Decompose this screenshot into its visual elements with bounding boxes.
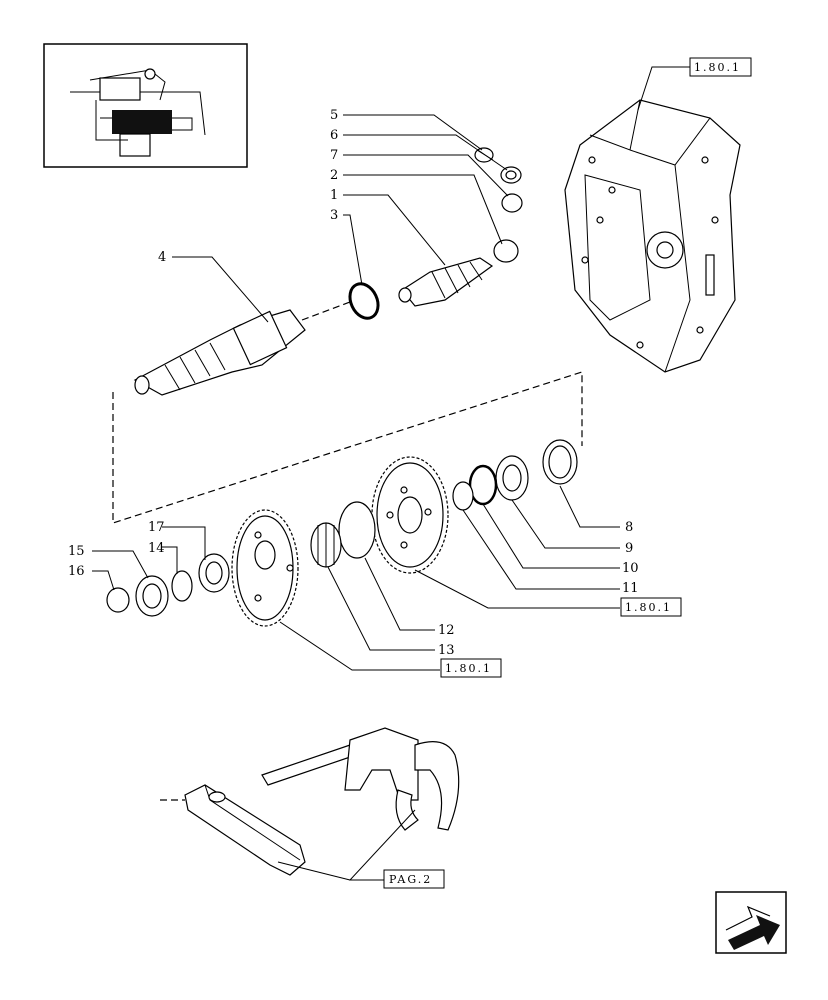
leader-lines — [92, 114, 620, 671]
callout-4: 4 — [158, 250, 166, 265]
part-10-circlip — [468, 464, 498, 506]
callout-11: 11 — [622, 581, 639, 596]
part-11-washer — [452, 481, 474, 511]
gear-right — [371, 456, 449, 574]
next-page-arrow-icon[interactable] — [715, 891, 787, 954]
alignment-dash-line — [112, 371, 583, 524]
ref-gear-right-label: 1.80.1 — [625, 601, 672, 614]
part-4-main-shaft — [133, 301, 351, 396]
callout-8: 8 — [625, 520, 633, 535]
callout-9: 9 — [625, 541, 633, 556]
part-14-washer — [171, 570, 193, 602]
callout-3: 3 — [330, 208, 338, 223]
part-7-cap — [501, 193, 523, 213]
ref-gear-left-label: 1.80.1 — [445, 662, 492, 675]
shift-fork-assembly — [160, 727, 460, 876]
callout-10: 10 — [622, 561, 639, 576]
callout-15: 15 — [68, 544, 85, 559]
callout-2: 2 — [330, 168, 338, 183]
part-1-splined-shaft — [398, 257, 494, 307]
leader-fork-2 — [277, 861, 351, 881]
part-16-nut — [106, 587, 130, 613]
callout-6: 6 — [330, 128, 338, 143]
transmission-housing — [564, 99, 741, 373]
ref-housing-label: 1.80.1 — [694, 61, 741, 74]
assembly-location-thumbnail — [43, 43, 248, 168]
ref-box-fork[interactable]: PAG.2 — [383, 869, 445, 889]
callout-5: 5 — [330, 108, 338, 123]
callout-7: 7 — [330, 148, 338, 163]
ref-fork-label: PAG.2 — [389, 873, 432, 886]
callout-numbers: 5 6 7 2 1 3 4 8 9 10 11 12 13 14 15 16 1… — [68, 108, 639, 658]
callout-17: 17 — [148, 520, 165, 535]
callout-1: 1 — [330, 188, 338, 203]
part-2-snap-ring — [493, 239, 519, 263]
callout-16: 16 — [68, 564, 85, 579]
ref-box-gear-left[interactable]: 1.80.1 — [440, 658, 502, 678]
callout-14: 14 — [148, 541, 165, 556]
callout-12: 12 — [438, 623, 455, 638]
gear-left — [231, 509, 299, 627]
part-12-synchro-ring — [338, 501, 376, 559]
part-3-o-ring — [348, 282, 380, 320]
ref-box-gear-right[interactable]: 1.80.1 — [620, 597, 682, 617]
callout-13: 13 — [438, 643, 455, 658]
ref-box-housing[interactable]: 1.80.1 — [689, 57, 752, 77]
